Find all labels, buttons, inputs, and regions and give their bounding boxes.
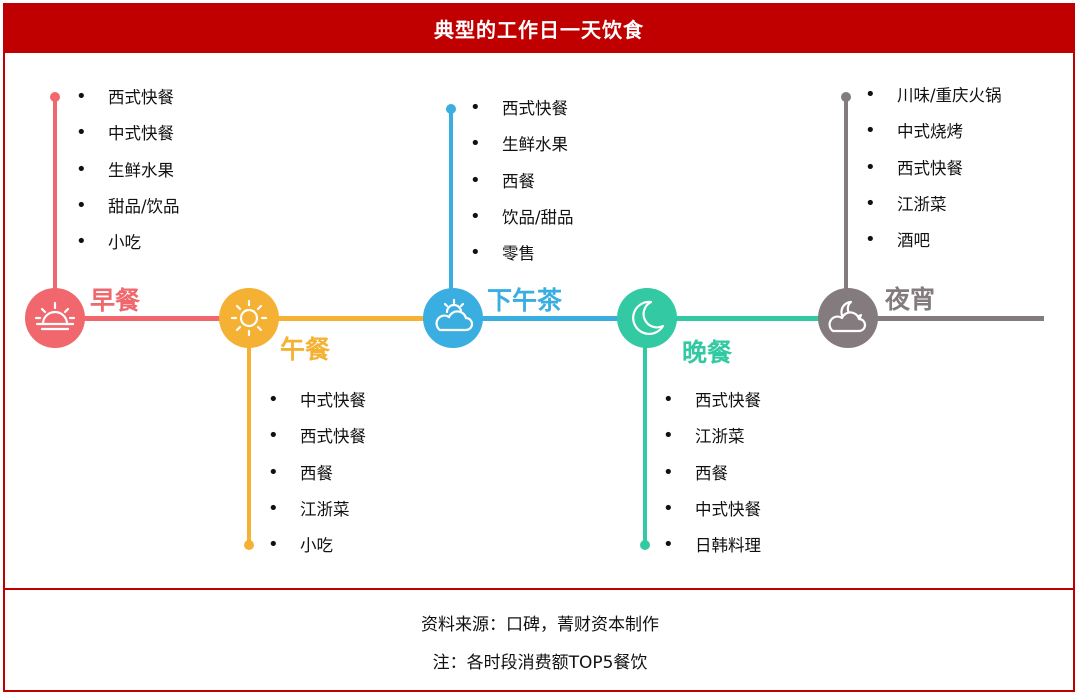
lunch-stem xyxy=(247,318,251,545)
list-item: 中式快餐 xyxy=(268,390,366,427)
list-item: 西式快餐 xyxy=(268,426,366,463)
lunch-stem-dot xyxy=(244,540,254,550)
list-item: 西式快餐 xyxy=(865,158,1002,195)
list-item: 川味/重庆火锅 xyxy=(865,85,1002,122)
dinner-stem xyxy=(643,318,647,545)
night-list: 川味/重庆火锅 中式烧烤 西式快餐 江浙菜 酒吧 xyxy=(865,85,1002,267)
list-item: 零售 xyxy=(470,243,574,280)
lunch-label: 午餐 xyxy=(280,335,331,364)
night-stem xyxy=(844,97,848,319)
list-item: 小吃 xyxy=(76,232,180,269)
list-item: 西餐 xyxy=(663,463,761,500)
list-item: 中式烧烤 xyxy=(865,121,1002,158)
dinner-label: 晚餐 xyxy=(682,338,733,367)
list-item: 酒吧 xyxy=(865,230,1002,267)
list-item: 西式快餐 xyxy=(663,390,761,427)
lunch-list: 中式快餐 西式快餐 西餐 江浙菜 小吃 xyxy=(268,390,366,572)
breakfast-label: 早餐 xyxy=(90,286,141,315)
list-item: 小吃 xyxy=(268,535,366,572)
night-stem-dot xyxy=(841,92,851,102)
source-note: 资料来源：口碑，菁财资本制作 xyxy=(421,615,659,635)
tea-stem xyxy=(449,110,453,320)
list-item: 西式快餐 xyxy=(76,87,180,124)
list-item: 西餐 xyxy=(470,171,574,208)
timeline-segment-lunch xyxy=(250,316,450,321)
breakfast-stem-dot xyxy=(50,92,60,102)
footer-divider xyxy=(3,588,1075,590)
list-item: 西式快餐 xyxy=(470,98,574,135)
footnote: 注：各时段消费额TOP5餐饮 xyxy=(432,653,648,673)
tea-label: 下午茶 xyxy=(487,286,563,315)
night-label: 夜宵 xyxy=(885,285,936,314)
moon-icon xyxy=(617,288,677,348)
list-item: 生鲜水果 xyxy=(470,134,574,171)
tea-list: 西式快餐 生鲜水果 西餐 饮品/甜品 零售 xyxy=(470,98,574,280)
dinner-stem-dot xyxy=(640,540,650,550)
list-item: 中式快餐 xyxy=(663,499,761,536)
moon-cloud-icon xyxy=(818,288,878,348)
list-item: 生鲜水果 xyxy=(76,160,180,197)
list-item: 西餐 xyxy=(268,463,366,500)
dinner-list: 西式快餐 江浙菜 西餐 中式快餐 日韩料理 xyxy=(663,390,761,572)
sun-cloud-icon xyxy=(423,288,483,348)
timeline-segment-tea xyxy=(450,316,646,321)
list-item: 甜品/饮品 xyxy=(76,196,180,233)
breakfast-stem xyxy=(53,97,57,319)
list-item: 江浙菜 xyxy=(663,426,761,463)
list-item: 江浙菜 xyxy=(268,499,366,536)
list-item: 日韩料理 xyxy=(663,535,761,572)
sun-icon xyxy=(219,288,279,348)
list-item: 饮品/甜品 xyxy=(470,207,574,244)
timeline-segment-dinner xyxy=(646,316,846,321)
tea-stem-dot xyxy=(446,104,456,114)
diagram-title: 典型的工作日一天饮食 xyxy=(3,3,1075,53)
timeline-segment-breakfast xyxy=(55,316,250,321)
breakfast-list: 西式快餐 中式快餐 生鲜水果 甜品/饮品 小吃 xyxy=(76,87,180,269)
sunrise-icon xyxy=(25,288,85,348)
list-item: 江浙菜 xyxy=(865,194,1002,231)
list-item: 中式快餐 xyxy=(76,123,180,160)
timeline-segment-night xyxy=(846,316,1044,321)
